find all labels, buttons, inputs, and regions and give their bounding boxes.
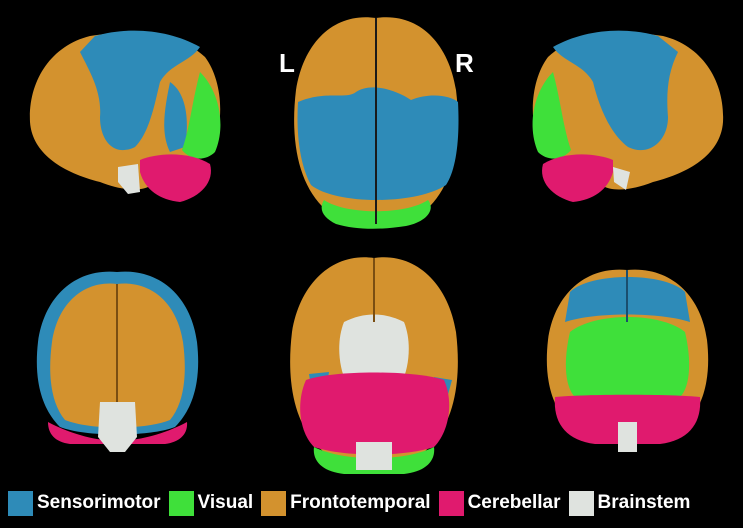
legend: Sensorimotor Visual Frontotemporal Cereb… (8, 486, 698, 520)
right-lateral-view (518, 22, 733, 212)
legend-label-brainstem: Brainstem (597, 492, 691, 513)
visual-region (532, 72, 571, 159)
brainstem-region (98, 402, 137, 452)
cerebellar-region (554, 394, 701, 444)
superior-view (286, 10, 466, 230)
sensorimotor-region (297, 87, 459, 200)
legend-swatch-frontotemporal (261, 490, 287, 516)
left-hemisphere-label: L (279, 48, 295, 78)
legend-swatch-cerebellar (438, 490, 464, 516)
legend-swatch-sensorimotor (8, 490, 33, 516)
brainstem-region (618, 422, 637, 452)
legend-swatch-visual (168, 490, 194, 516)
legend-item-brainstem: Brainstem (568, 490, 695, 516)
anterior-view (30, 262, 205, 457)
left-lateral-view (20, 22, 235, 212)
posterior-view (540, 262, 715, 457)
legend-label-visual: Visual (197, 492, 254, 513)
sensorimotor-region (553, 30, 678, 151)
brainstem-region (613, 167, 630, 190)
cerebellar-region (48, 422, 188, 444)
legend-item-visual: Visual (168, 490, 258, 516)
inferior-view (284, 252, 464, 477)
cerebellar-region (140, 154, 211, 202)
legend-label-cerebellar: Cerebellar (467, 492, 561, 513)
legend-item-sensorimotor: Sensorimotor (8, 490, 165, 516)
legend-item-frontotemporal: Frontotemporal (261, 490, 434, 516)
legend-label-frontotemporal: Frontotemporal (290, 492, 431, 513)
sensorimotor-region-2 (164, 82, 187, 152)
brainstem-region (339, 314, 409, 382)
right-hemisphere-label: R (455, 48, 474, 78)
brainstem-lower (356, 442, 392, 470)
sensorimotor-region (80, 30, 200, 151)
visual-region (182, 72, 221, 159)
legend-swatch-brainstem (568, 490, 594, 516)
cerebellar-region (300, 372, 450, 455)
visual-region (565, 317, 690, 397)
cerebellar-region (542, 154, 613, 202)
legend-item-cerebellar: Cerebellar (438, 490, 565, 516)
brainstem-region (118, 164, 140, 194)
legend-label-sensorimotor: Sensorimotor (37, 492, 161, 513)
